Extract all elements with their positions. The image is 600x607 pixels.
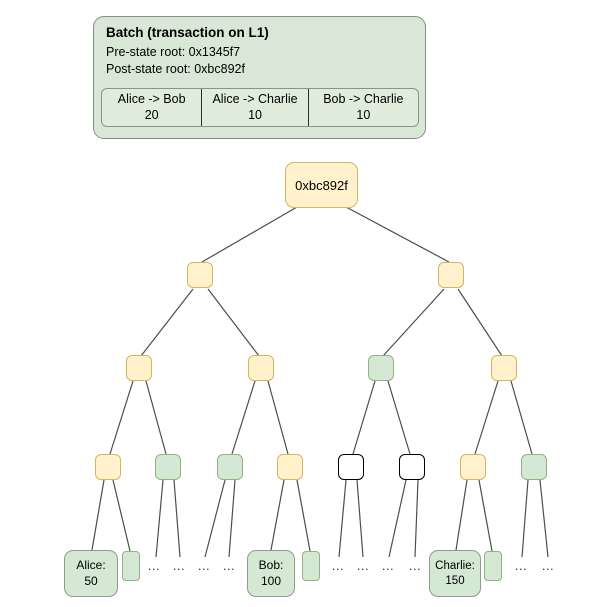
tree-edge	[387, 380, 411, 455]
hash-node-l1-right	[438, 262, 464, 288]
leaf-account-alice: Alice: 50	[64, 550, 118, 597]
leaf-account-charlie: Charlie: 150	[429, 550, 481, 597]
tree-edge	[112, 479, 131, 552]
batch-box: Batch (transaction on L1) Pre-state root…	[93, 16, 426, 139]
leaf-hash-small	[302, 551, 320, 581]
tree-edge	[296, 479, 311, 552]
empty-node-l3-5	[338, 454, 364, 480]
tree-edge	[352, 380, 376, 455]
ellipsis-leaf: ...	[331, 558, 345, 573]
ellipsis-leaf: ...	[197, 558, 211, 573]
tree-edge	[201, 206, 298, 263]
tree-edge	[155, 479, 164, 558]
ellipsis-leaf: ...	[541, 558, 555, 573]
tree-edge	[414, 479, 419, 558]
leaf-account-name: Bob:	[258, 557, 284, 572]
ellipsis-leaf: ...	[147, 558, 161, 573]
tree-edge	[173, 479, 181, 558]
tree-edge	[140, 288, 194, 357]
transaction-amount: 10	[248, 107, 262, 122]
hash-node-l3-7	[460, 454, 486, 480]
transaction-parties: Alice -> Charlie	[212, 91, 298, 106]
leaf-account-value: 50	[84, 573, 98, 588]
tree-edge	[474, 380, 499, 455]
hash-node-l3-3	[217, 454, 243, 480]
transaction-amount: 10	[356, 107, 371, 122]
tree-edge	[388, 479, 407, 558]
tree-edge	[91, 479, 105, 551]
leaf-hash-small	[484, 551, 502, 581]
tree-edge	[270, 479, 285, 551]
post-state-root: Post-state root: 0xbc892f	[106, 62, 245, 76]
hash-node-l2-1	[126, 355, 152, 381]
transactions-table: Alice -> Bob 20 Alice -> Charlie 10 Bob …	[101, 88, 419, 127]
tree-edge	[338, 479, 347, 558]
root-hash-node: 0xbc892f	[285, 162, 358, 208]
transaction-amount: 20	[144, 107, 159, 122]
leaf-hash-small	[122, 551, 140, 581]
tree-edge	[145, 380, 167, 455]
hash-node-l3-4	[277, 454, 303, 480]
hash-node-l3-8	[521, 454, 547, 480]
ellipsis-leaf: ...	[222, 558, 236, 573]
ellipsis-leaf: ...	[356, 558, 370, 573]
ellipsis-leaf: ...	[381, 558, 395, 573]
batch-title: Batch (transaction on L1)	[106, 25, 269, 40]
tree-edge	[228, 479, 236, 558]
tree-edge	[109, 380, 134, 455]
transaction-parties: Bob -> Charlie	[323, 91, 404, 106]
leaf-account-name: Charlie:	[435, 559, 475, 572]
ellipsis-leaf: ...	[172, 558, 186, 573]
pre-state-root: Pre-state root: 0x1345f7	[106, 45, 241, 59]
transaction-cell: Alice -> Bob 20	[102, 89, 201, 126]
tree-edge	[457, 288, 503, 357]
tree-edge	[204, 479, 226, 558]
ellipsis-leaf: ...	[514, 558, 528, 573]
tree-edge	[521, 479, 529, 558]
leaf-account-value: 150	[445, 574, 465, 587]
leaf-account-name: Alice:	[76, 557, 106, 572]
tree-edge	[510, 380, 533, 455]
transaction-cell: Alice -> Charlie 10	[201, 89, 307, 126]
tree-edge	[231, 380, 256, 455]
tree-edge	[478, 479, 493, 552]
tree-edge	[539, 479, 549, 558]
tree-edge	[345, 206, 450, 263]
tree-edge	[207, 288, 260, 357]
hash-node-l2-2	[248, 355, 274, 381]
ellipsis-leaf: ...	[408, 558, 422, 573]
leaf-account-value: 100	[260, 573, 282, 588]
transaction-cell: Bob -> Charlie 10	[307, 89, 418, 126]
leaf-account-bob: Bob: 100	[247, 550, 295, 597]
tree-edge	[455, 479, 468, 551]
tree-edge	[356, 479, 364, 558]
hash-node-l1-left	[187, 262, 213, 288]
transaction-parties: Alice -> Bob	[117, 91, 186, 106]
tree-edge	[267, 380, 289, 455]
hash-node-l3-2	[155, 454, 181, 480]
hash-node-l2-3	[368, 355, 394, 381]
hash-node-l2-4	[491, 355, 517, 381]
empty-node-l3-6	[399, 454, 425, 480]
root-hash-label: 0xbc892f	[295, 177, 348, 193]
tree-edge	[382, 288, 445, 357]
hash-node-l3-1	[95, 454, 121, 480]
